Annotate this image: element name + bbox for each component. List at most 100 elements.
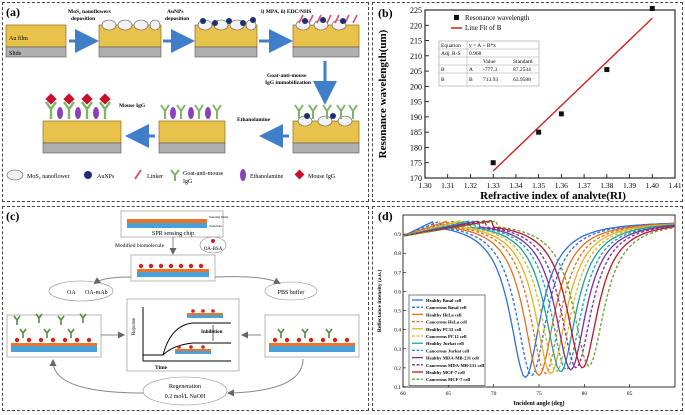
chip-mouse-igg bbox=[42, 93, 122, 154]
chip-bare: Au film Slide bbox=[5, 24, 67, 58]
y-ticks-d: 0.10.20.30.40.50.60.70.80.9 bbox=[394, 232, 406, 391]
mos2-icon bbox=[6, 169, 24, 181]
antibody-icon bbox=[170, 169, 180, 181]
step1b-label: deposition bbox=[71, 16, 95, 22]
legend-mouse-igg: Mouse IgG bbox=[308, 174, 336, 180]
series-line-0 bbox=[402, 221, 676, 379]
fit-table: Equation y = A + B*x Adj. R-S 0.968 Valu… bbox=[438, 40, 540, 87]
modified-label: Modified biomolecule bbox=[115, 242, 165, 249]
legend-entry-d: Healthy Basal cell bbox=[426, 298, 462, 303]
y-tick-label-b: 210 bbox=[410, 52, 422, 61]
y-tick-label-d: 0.2 bbox=[394, 366, 401, 372]
series-line-11 bbox=[402, 220, 676, 367]
y-tick-label-b: 190 bbox=[410, 113, 422, 122]
oa-bsa-dot bbox=[211, 239, 215, 243]
x-tick-label-d: 85 bbox=[627, 391, 633, 397]
legend-entry-d: Cancerous MDA-MB-231 cell bbox=[426, 363, 485, 368]
table-eq-label: Equation bbox=[441, 43, 461, 49]
y-axis-label-d: Reflectance intensity (a.u.) bbox=[376, 270, 383, 332]
oa-mab-label: OA-mAb bbox=[85, 290, 108, 296]
table-r0-c1: A bbox=[469, 67, 473, 73]
y-tick-label-d: 0.5 bbox=[394, 309, 401, 315]
step6-label: Mouse IgG bbox=[119, 103, 146, 109]
spr-chip-box: Sensing films Substrate SPR sensing chip bbox=[120, 210, 229, 238]
x-tick-label-b: 1.35 bbox=[532, 181, 545, 190]
x-tick-label-d: 65 bbox=[446, 391, 452, 397]
legend-entry-d: Healthy Jurkat cell bbox=[426, 341, 464, 346]
legend-line-label: Line Fit of B bbox=[465, 24, 502, 32]
plot-frame-b bbox=[424, 9, 676, 179]
x-tick-label-d: 70 bbox=[491, 391, 497, 397]
series-line-3 bbox=[402, 220, 676, 375]
step3-label: i) MPA, ii) EDC/NHS bbox=[261, 8, 311, 15]
step2b-label: deposition bbox=[165, 16, 189, 22]
chart-lines-d bbox=[402, 220, 676, 379]
arrow-to-regeneration bbox=[227, 358, 304, 397]
data-point bbox=[536, 129, 542, 135]
table-adjr-label: Adj. R-S bbox=[441, 51, 461, 57]
legend-aunps: AuNPs bbox=[97, 174, 115, 180]
arrow-to-pbs bbox=[214, 276, 281, 284]
x-tick-label-b: 1.30 bbox=[418, 181, 431, 190]
panel-c-diagram: (c) Sensing films Substrate SPR sensing … bbox=[6, 209, 360, 406]
naoh-label: 0.2 mol/L NaOH bbox=[165, 394, 206, 400]
panel-c-label: (c) bbox=[6, 209, 19, 223]
chip-linker bbox=[292, 14, 360, 58]
sensorgram: Reponse Time Inhibition bbox=[126, 298, 240, 372]
panel-a: (a) Au film Slide MoS₂ nanoflowers depos… bbox=[2, 2, 369, 202]
panel-a-legend: MoS₂ nanoflower AuNPs Linker Goat-anti-m… bbox=[6, 169, 336, 185]
x-axis-label-d: Incident angle (deg) bbox=[514, 400, 565, 407]
x-tick-label-d: 80 bbox=[582, 391, 588, 397]
data-point bbox=[604, 67, 610, 73]
y-tick-label-d: 0.9 bbox=[394, 232, 401, 238]
legend-gam2: IgG bbox=[183, 179, 193, 185]
regeneration-label: Regeneration bbox=[169, 384, 201, 390]
x-tick-label-b: 1.33 bbox=[487, 181, 500, 190]
legend-entry-d: Healthy MCF-7 cell bbox=[426, 370, 466, 375]
y-tick-label-b: 180 bbox=[410, 143, 422, 152]
data-point bbox=[490, 160, 496, 166]
time-axis-label: Time bbox=[155, 365, 168, 371]
x-tick-label-b: 1.37 bbox=[578, 181, 591, 190]
step5-label: Ethanolamine bbox=[237, 117, 271, 123]
series-line-5 bbox=[402, 220, 676, 373]
series-line-6 bbox=[402, 220, 676, 373]
panel-d-label: (d) bbox=[378, 209, 393, 223]
legend-point-marker bbox=[454, 15, 459, 20]
y-tick-label-b: 170 bbox=[410, 174, 422, 183]
y-tick-label-b: 225 bbox=[410, 6, 422, 15]
pbs-label: PBS buffer bbox=[278, 289, 305, 296]
legend-entry-d: Cancerous HeLa cell bbox=[426, 320, 467, 325]
x-tick-label-b: 1.38 bbox=[600, 181, 613, 190]
y-tick-label-d: 0.1 bbox=[394, 385, 401, 391]
table-col-std: Standard bbox=[513, 59, 533, 65]
x-tick-label-b: 1.41 bbox=[668, 181, 681, 190]
legend-entry-d: Healthy PC12 cell bbox=[426, 327, 462, 332]
y-tick-label-b: 200 bbox=[410, 82, 422, 91]
right-chip bbox=[264, 314, 360, 358]
chart-marks-b bbox=[490, 5, 655, 172]
y-tick-label-b: 205 bbox=[410, 67, 422, 76]
panel-b-chart: (b) 170175180185190195200205210215220225… bbox=[377, 5, 682, 202]
y-tick-label-d: 0.6 bbox=[394, 289, 401, 295]
panel-c: (c) Sensing films Substrate SPR sensing … bbox=[2, 206, 369, 411]
aunp-icon bbox=[84, 171, 92, 179]
y-tick-label-d: 0.8 bbox=[394, 251, 401, 257]
legend-mos2: MoS₂ nanoflower bbox=[27, 173, 70, 180]
chip-title: SPR sensing chip bbox=[152, 231, 194, 237]
table-r1-c1: B bbox=[469, 77, 473, 83]
data-point bbox=[649, 5, 655, 11]
oa-mab-bubble bbox=[48, 280, 114, 302]
legend-box-d bbox=[408, 294, 486, 386]
x-axis-label-b: Refractive index of analyte(RI) bbox=[480, 190, 626, 201]
x-tick-label-b: 1.31 bbox=[441, 181, 454, 190]
pbs-bubble bbox=[264, 281, 318, 301]
y-tick-label-b: 220 bbox=[410, 21, 422, 30]
fit-line bbox=[492, 17, 653, 172]
panel-b-label: (b) bbox=[378, 6, 393, 20]
